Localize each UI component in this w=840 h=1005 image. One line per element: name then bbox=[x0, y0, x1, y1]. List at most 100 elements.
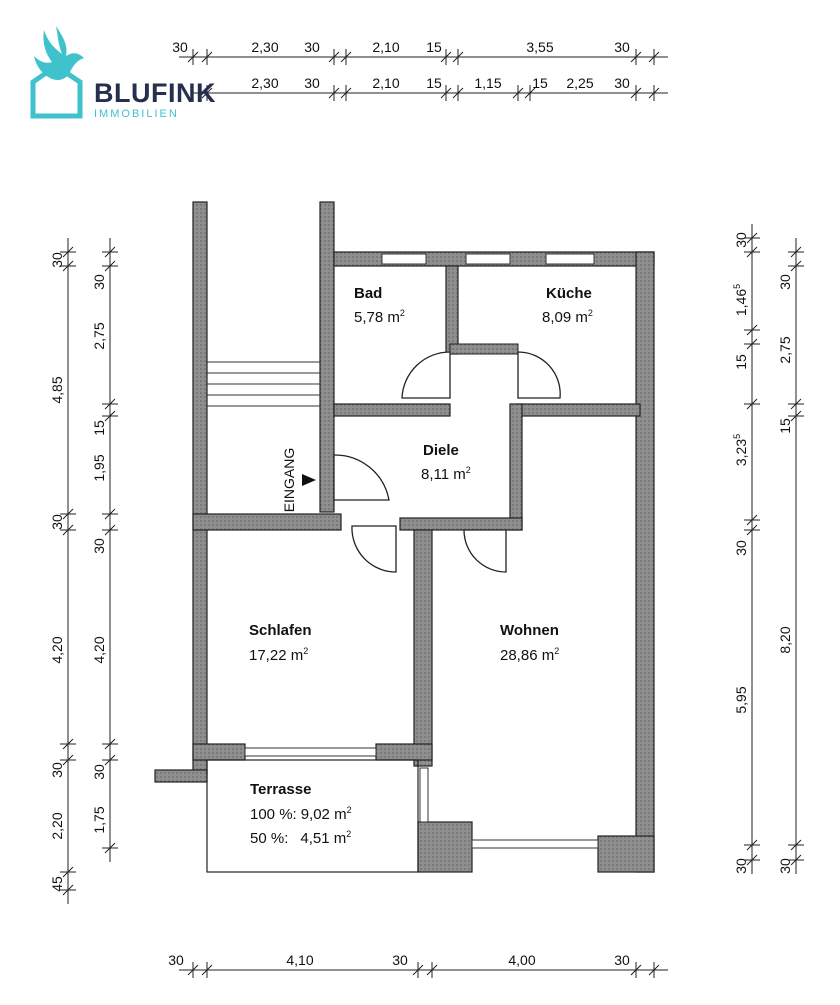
wall-bath-kitchen bbox=[445, 265, 459, 355]
door-bath bbox=[401, 351, 451, 399]
room-schlafen-area: 17,22 m2 bbox=[249, 646, 308, 664]
wall-left-stair bbox=[192, 201, 208, 775]
dim-right-inner-2: 15 bbox=[777, 418, 793, 434]
dim-top-1-6: 30 bbox=[614, 39, 630, 55]
dim-bottom-2: 30 bbox=[392, 952, 408, 968]
dim-top-1-0: 30 bbox=[172, 39, 188, 55]
dim-right-outer-5: 5,95 bbox=[733, 686, 749, 713]
dim-left-inner-5: 4,20 bbox=[91, 636, 107, 663]
door-living bbox=[463, 529, 507, 573]
dim-left-outer-5: 2,20 bbox=[49, 812, 65, 839]
dim-right-inner-1: 2,75 bbox=[777, 336, 793, 363]
dim-right-outer-1: 1,465 bbox=[732, 284, 749, 316]
dim-right-outer-4: 30 bbox=[733, 540, 749, 556]
dim-left-outer-1: 4,85 bbox=[49, 376, 65, 403]
window-bath bbox=[381, 253, 427, 265]
dim-top-2-1: 30 bbox=[304, 75, 320, 91]
terrace-outline bbox=[206, 759, 419, 873]
brand-name: BLUFINK bbox=[94, 78, 216, 108]
dim-top-2-6: 2,25 bbox=[566, 75, 593, 91]
brand-tagline: IMMOBILIEN bbox=[94, 108, 179, 120]
room-labels: Bad 5,78 m2 Küche 8,09 m2 Diele 8,11 m2 … bbox=[249, 285, 593, 847]
dim-left-outer-6: 45 bbox=[49, 876, 65, 892]
wall-living-south-right bbox=[597, 835, 655, 873]
dim-left-inner-0: 30 bbox=[91, 274, 107, 290]
room-bad-name: Bad bbox=[354, 285, 382, 302]
dim-top-2-3: 15 bbox=[426, 75, 442, 91]
dim-top-1-3: 2,10 bbox=[372, 39, 399, 55]
wall-bedroom-south-right bbox=[375, 743, 433, 761]
door-entrance bbox=[333, 454, 390, 501]
dim-left-inner-7: 1,75 bbox=[91, 806, 107, 833]
room-kueche-area: 8,09 m2 bbox=[542, 308, 593, 326]
window-living bbox=[471, 839, 599, 849]
wall-corridor-south bbox=[192, 513, 342, 531]
dim-bottom-1: 4,10 bbox=[286, 952, 313, 968]
dim-right-outer-6: 30 bbox=[733, 858, 749, 874]
dim-left-inner-6: 30 bbox=[91, 764, 107, 780]
dim-top-2-7: 30 bbox=[614, 75, 630, 91]
dim-top-1-1: 2,30 bbox=[251, 39, 278, 55]
doors bbox=[333, 351, 561, 573]
window-living-west bbox=[419, 767, 429, 823]
wall-living-south-left bbox=[417, 821, 473, 873]
dim-top-2-4: 1,15 bbox=[474, 75, 501, 91]
door-bedroom bbox=[351, 525, 397, 573]
room-terrasse-area-50: 50 %:4,51 m2 bbox=[250, 829, 351, 847]
dim-right-outer-2: 15 bbox=[733, 354, 749, 370]
dimension-lines bbox=[60, 49, 804, 978]
wall-bedroom-living bbox=[413, 529, 433, 767]
dim-right-outer-0: 30 bbox=[733, 232, 749, 248]
room-diele-area: 8,11 m2 bbox=[421, 465, 471, 483]
dim-top-2-0: 2,30 bbox=[251, 75, 278, 91]
room-schlafen-name: Schlafen bbox=[249, 622, 312, 639]
dim-top-2-2: 2,10 bbox=[372, 75, 399, 91]
dim-top-1-4: 15 bbox=[426, 39, 442, 55]
dim-top-1-2: 30 bbox=[304, 39, 320, 55]
brand-logo: BLUFINK IMMOBILIEN bbox=[28, 22, 228, 122]
wall-left-stub bbox=[154, 769, 208, 783]
wall-door-header bbox=[449, 343, 519, 355]
dim-right-inner-3: 8,20 bbox=[777, 626, 793, 653]
dim-right-outer-3: 3,235 bbox=[732, 434, 749, 466]
door-kitchen bbox=[517, 351, 561, 399]
dim-left-inner-2: 15 bbox=[91, 420, 107, 436]
room-wohnen-area: 28,86 m2 bbox=[500, 646, 559, 664]
dimension-labels: 30 2,30 30 2,10 15 3,55 30 2,30 30 2,10 15 1,15 15 2,… bbox=[49, 39, 793, 968]
dim-left-inner-3: 1,95 bbox=[91, 454, 107, 481]
dim-top-2-5: 15 bbox=[532, 75, 548, 91]
dim-left-outer-3: 4,20 bbox=[49, 636, 65, 663]
wall-stair-right bbox=[319, 201, 335, 513]
dim-bottom-3: 4,00 bbox=[508, 952, 535, 968]
window-bedroom bbox=[244, 747, 377, 757]
entrance-arrow-icon bbox=[302, 474, 316, 486]
entrance-label: EINGANG bbox=[281, 448, 297, 513]
room-diele-name: Diele bbox=[423, 442, 459, 459]
dim-bottom-4: 30 bbox=[614, 952, 630, 968]
window-kitchen-2 bbox=[545, 253, 595, 265]
bird-house-icon bbox=[30, 26, 84, 119]
window-kitchen-1 bbox=[465, 253, 511, 265]
windows bbox=[244, 253, 599, 849]
dim-left-outer-2: 30 bbox=[49, 514, 65, 530]
wall-east bbox=[635, 251, 655, 873]
dim-top-1-5: 3,55 bbox=[526, 39, 553, 55]
dim-left-outer-4: 30 bbox=[49, 762, 65, 778]
wall-kitchen-south bbox=[517, 403, 641, 417]
dim-right-inner-0: 30 bbox=[777, 274, 793, 290]
dim-bottom-0: 30 bbox=[168, 952, 184, 968]
room-terrasse-area-100: 100 %:9,02 m2 bbox=[250, 805, 352, 823]
stairs bbox=[207, 361, 320, 407]
room-wohnen-name: Wohnen bbox=[500, 622, 559, 639]
dim-left-outer-0: 30 bbox=[49, 252, 65, 268]
walls bbox=[154, 201, 655, 873]
room-terrasse-name: Terrasse bbox=[250, 781, 311, 798]
room-bad-area: 5,78 m2 bbox=[354, 308, 405, 326]
wall-bedroom-south-left bbox=[192, 743, 246, 761]
wall-diele-south bbox=[399, 517, 523, 531]
wall-bath-south bbox=[333, 403, 451, 417]
wall-diele-east bbox=[509, 403, 523, 531]
dim-left-inner-4: 30 bbox=[91, 538, 107, 554]
